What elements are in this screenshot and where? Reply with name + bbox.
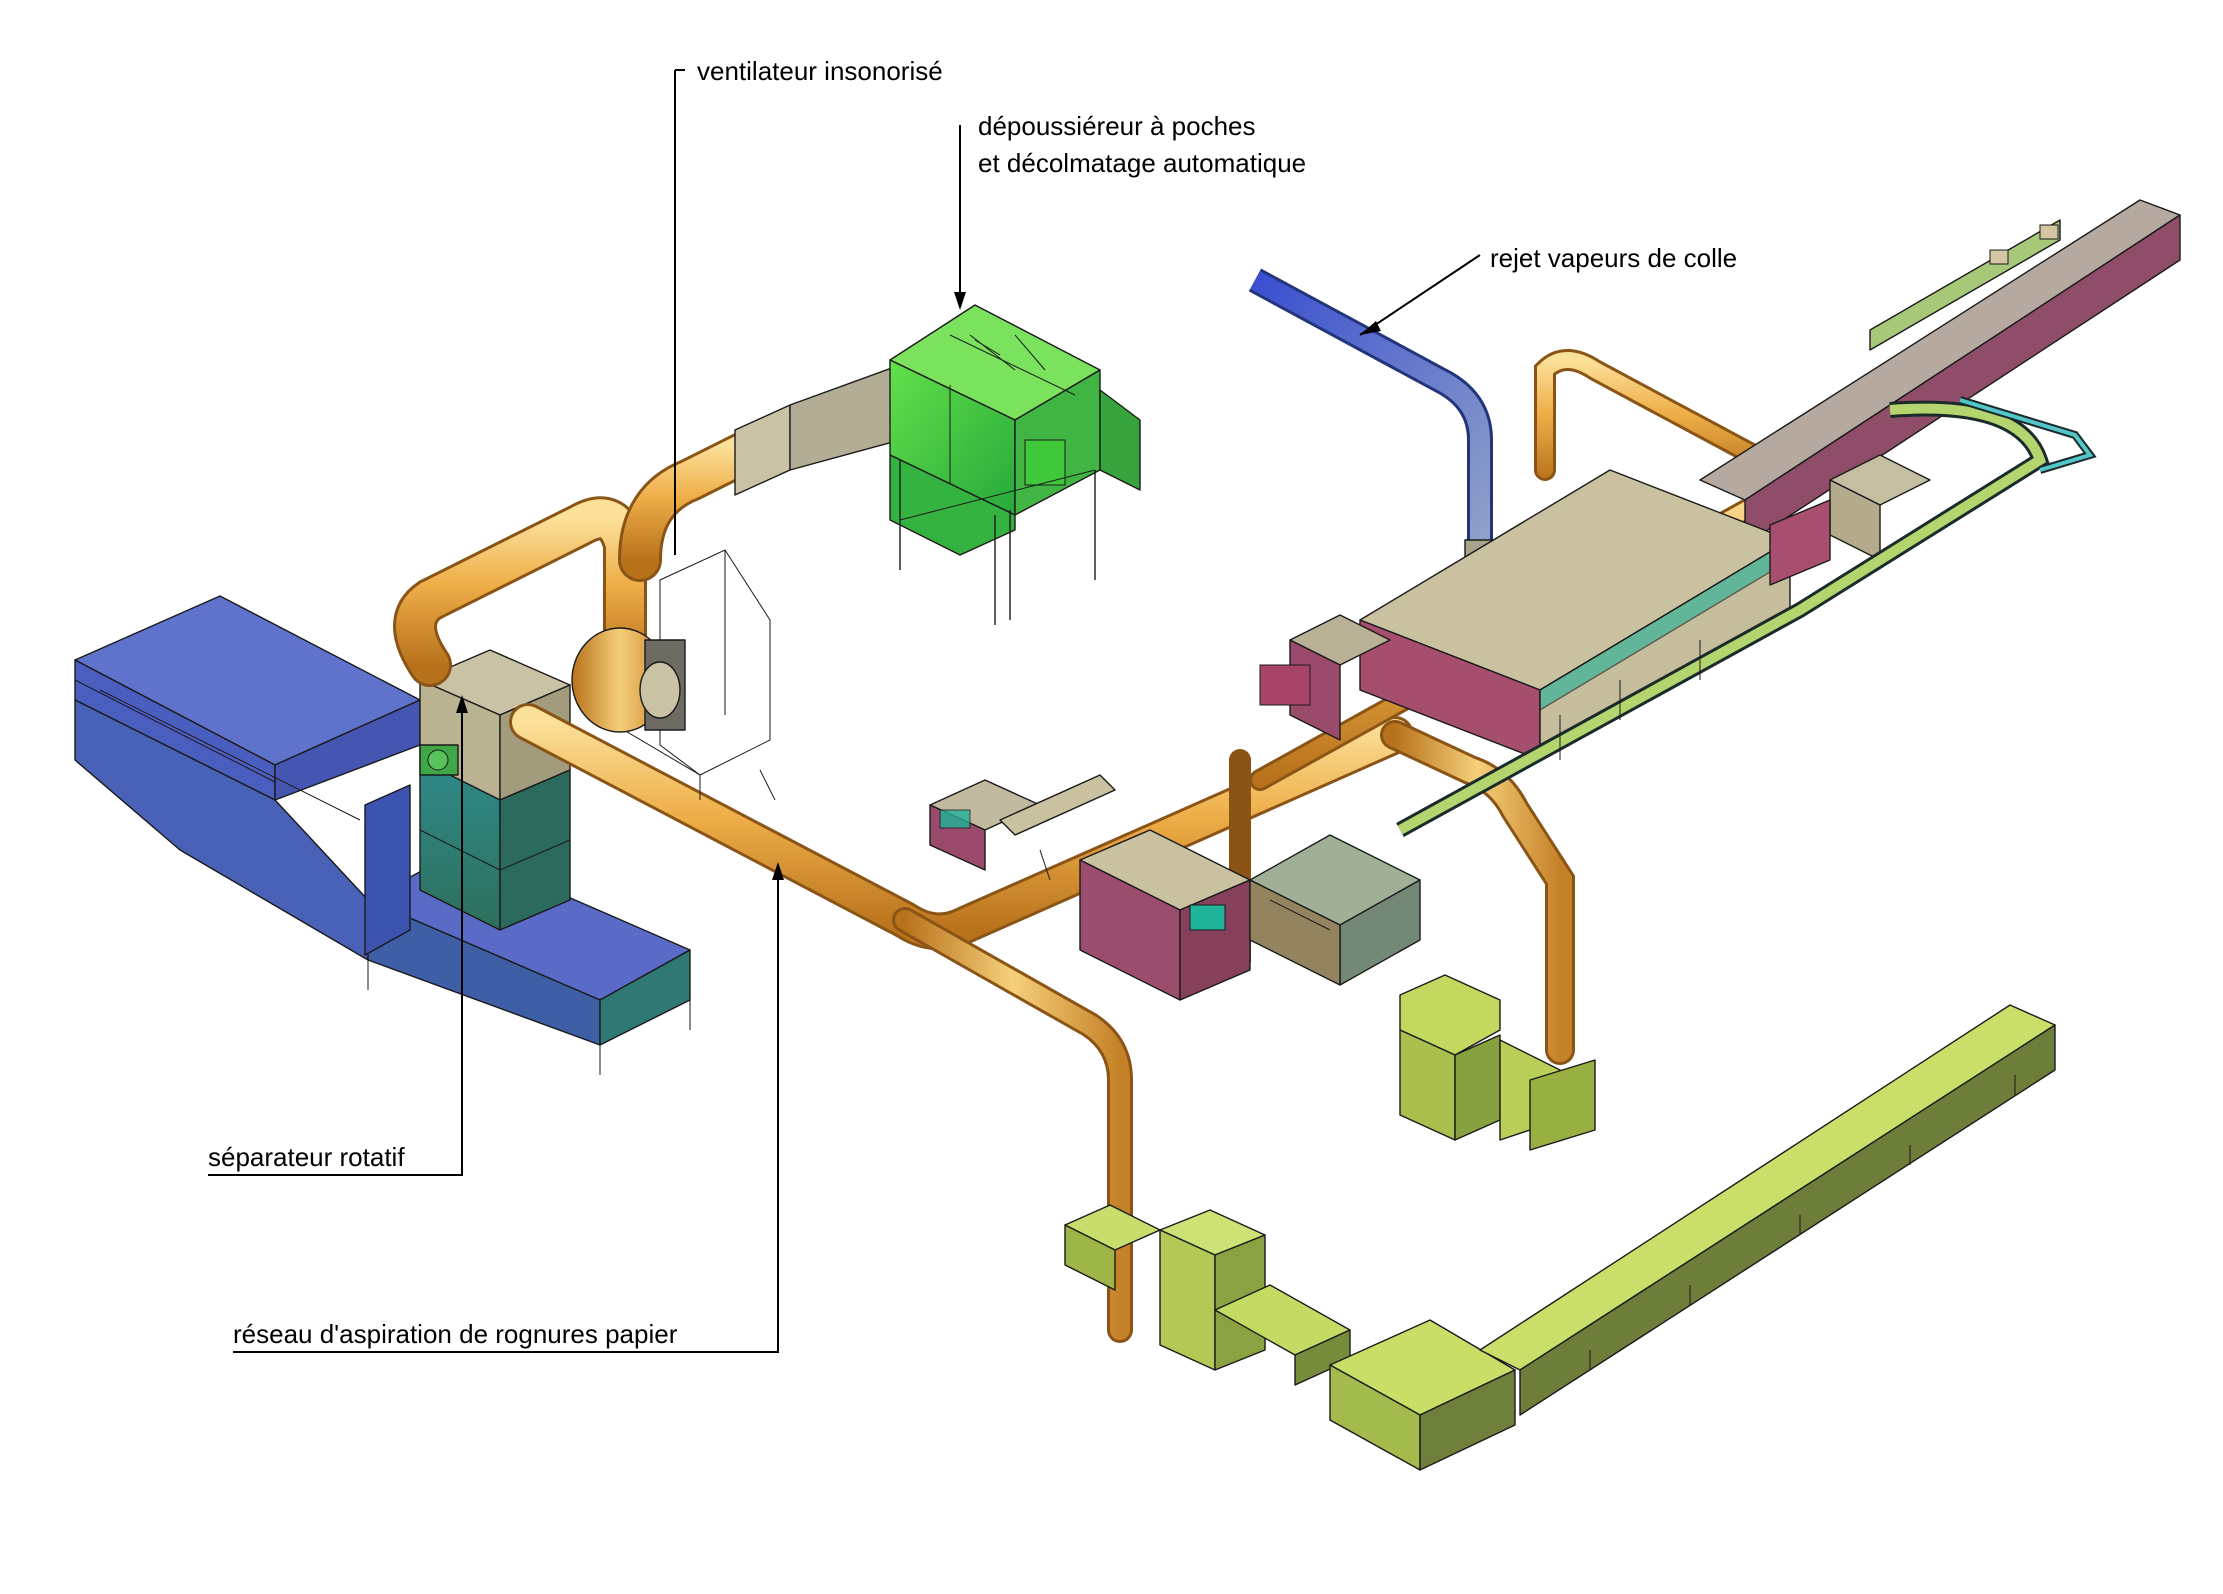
lower-conveyor (1064, 1004, 2056, 1471)
binding-line (1259, 199, 2181, 838)
acoustic-fan (571, 549, 771, 800)
label-suction-network: réseau d'aspiration de rognures papier (233, 1319, 678, 1349)
callout-rotary-separator: séparateur rotatif (208, 695, 468, 1176)
bag-dust-collector (889, 304, 1141, 625)
rotary-separator (419, 649, 571, 931)
label-dust-collector-line1: dépoussiéreur à poches (978, 111, 1256, 141)
label-rotary-separator: séparateur rotatif (208, 1142, 405, 1172)
label-dust-collector-line2: et décolmatage automatique (978, 148, 1306, 178)
suction-duct-network (393, 349, 1811, 1343)
label-fan: ventilateur insonorisé (697, 56, 943, 86)
glue-vapour-exhaust-duct (1248, 268, 1496, 559)
trimming-machines (929, 774, 1421, 1001)
callout-suction-network: réseau d'aspiration de rognures papier (233, 862, 784, 1353)
callout-fan: ventilateur insonorisé (674, 56, 943, 555)
callout-glue-vapour: rejet vapeurs de colle (1359, 243, 1737, 336)
callout-dust-collector: dépoussiéreur à poches et décolmatage au… (954, 111, 1306, 310)
guillotine-unit (1399, 974, 1596, 1151)
label-glue-vapour: rejet vapeurs de colle (1490, 243, 1737, 273)
